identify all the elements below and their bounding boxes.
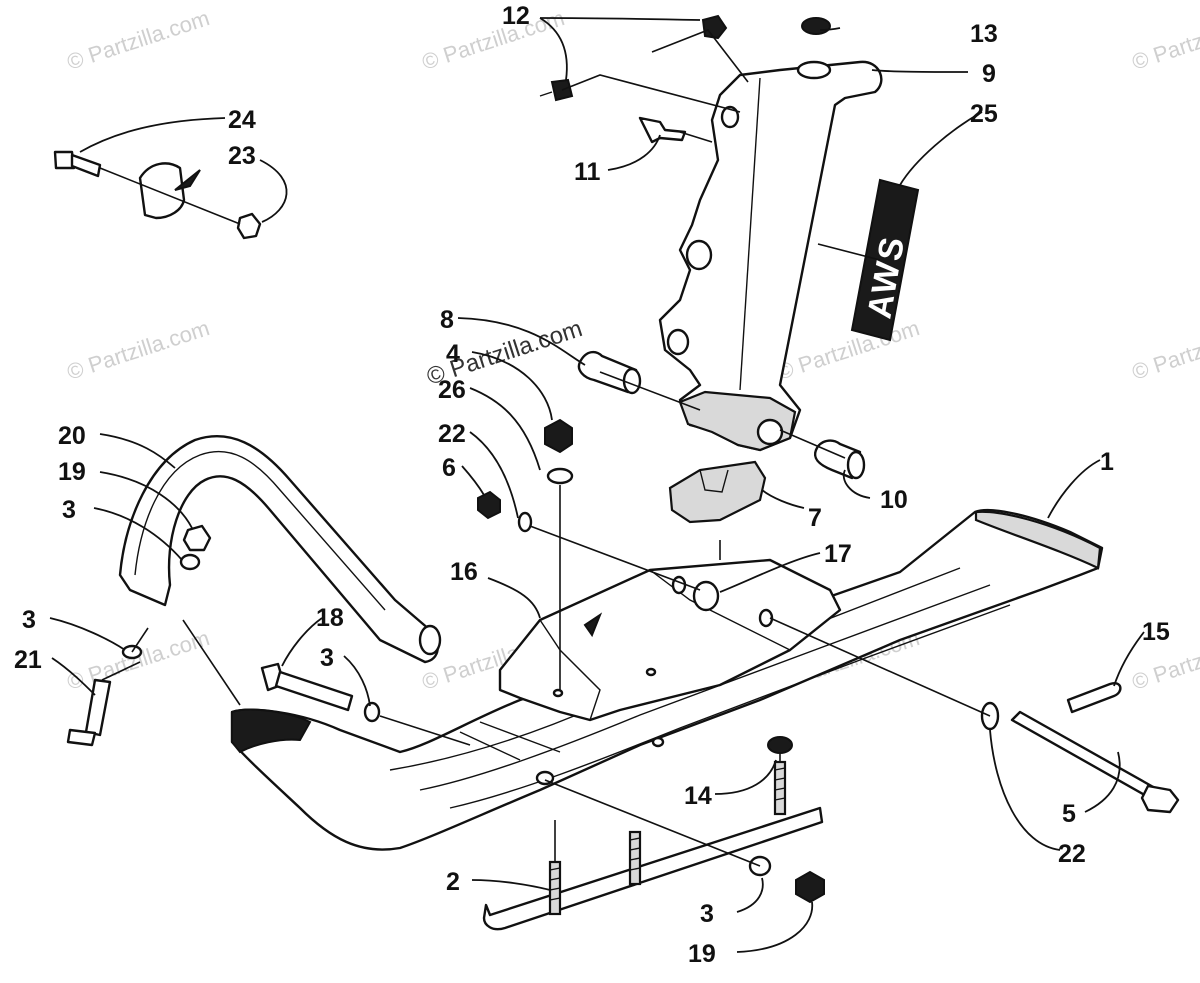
callout-3: 3	[320, 644, 334, 672]
callout-22: 22	[1058, 840, 1086, 868]
callout-13: 13	[970, 20, 998, 48]
callout-8: 8	[440, 306, 454, 334]
leader-lines	[49, 17, 1145, 953]
watermark: © Partzilla.com	[64, 315, 213, 385]
callout-22: 22	[438, 420, 466, 448]
watermark: © Partzilla.com	[1129, 315, 1200, 385]
callout-3: 3	[62, 496, 76, 524]
callout-12: 12	[502, 2, 530, 30]
watermark: © Partzilla.com	[419, 5, 568, 75]
callout-1: 1	[1100, 448, 1114, 476]
callout-23: 23	[228, 142, 256, 170]
connector-lines	[99, 29, 991, 867]
wear-bar	[482, 760, 824, 931]
callout-5: 5	[1062, 800, 1076, 828]
callout-20: 20	[58, 422, 86, 450]
callout-7: 7	[808, 504, 822, 532]
aws-decal: AWS ARCTIC WISHBONE SUSPENSION	[850, 167, 936, 342]
callout-2: 2	[446, 868, 460, 896]
callout-15: 15	[1142, 618, 1170, 646]
callout-10: 10	[880, 486, 908, 514]
callout-26: 26	[438, 376, 466, 404]
watermark: © Partzilla.com	[64, 5, 213, 75]
ski-loop	[118, 435, 442, 664]
callout-18: 18	[316, 604, 344, 632]
callout-11: 11	[574, 158, 601, 186]
callout-3: 3	[22, 606, 36, 634]
callout-4: 4	[446, 340, 460, 368]
watermark: © Partzilla.com	[774, 315, 923, 385]
watermark: © Partzilla.com	[64, 625, 213, 695]
callout-19: 19	[688, 940, 716, 968]
callout-3: 3	[700, 900, 714, 928]
callout-17: 17	[824, 540, 852, 568]
watermark: © Partzilla.com	[1129, 5, 1200, 75]
callout-21: 21	[14, 646, 42, 674]
hardware	[53, 14, 1180, 904]
callout-24: 24	[228, 106, 256, 134]
callouts: 1 2 3 3 3 3 4 5 6 7 8 9 10 11 12 13 14 1…	[14, 2, 1170, 968]
callout-14: 14	[684, 782, 712, 810]
callout-16: 16	[450, 558, 478, 586]
callout-19: 19	[58, 458, 86, 486]
callout-9: 9	[982, 60, 996, 88]
callout-6: 6	[442, 454, 456, 482]
spindle	[658, 60, 883, 452]
ski-saddle	[498, 558, 842, 722]
callout-25: 25	[970, 100, 998, 128]
